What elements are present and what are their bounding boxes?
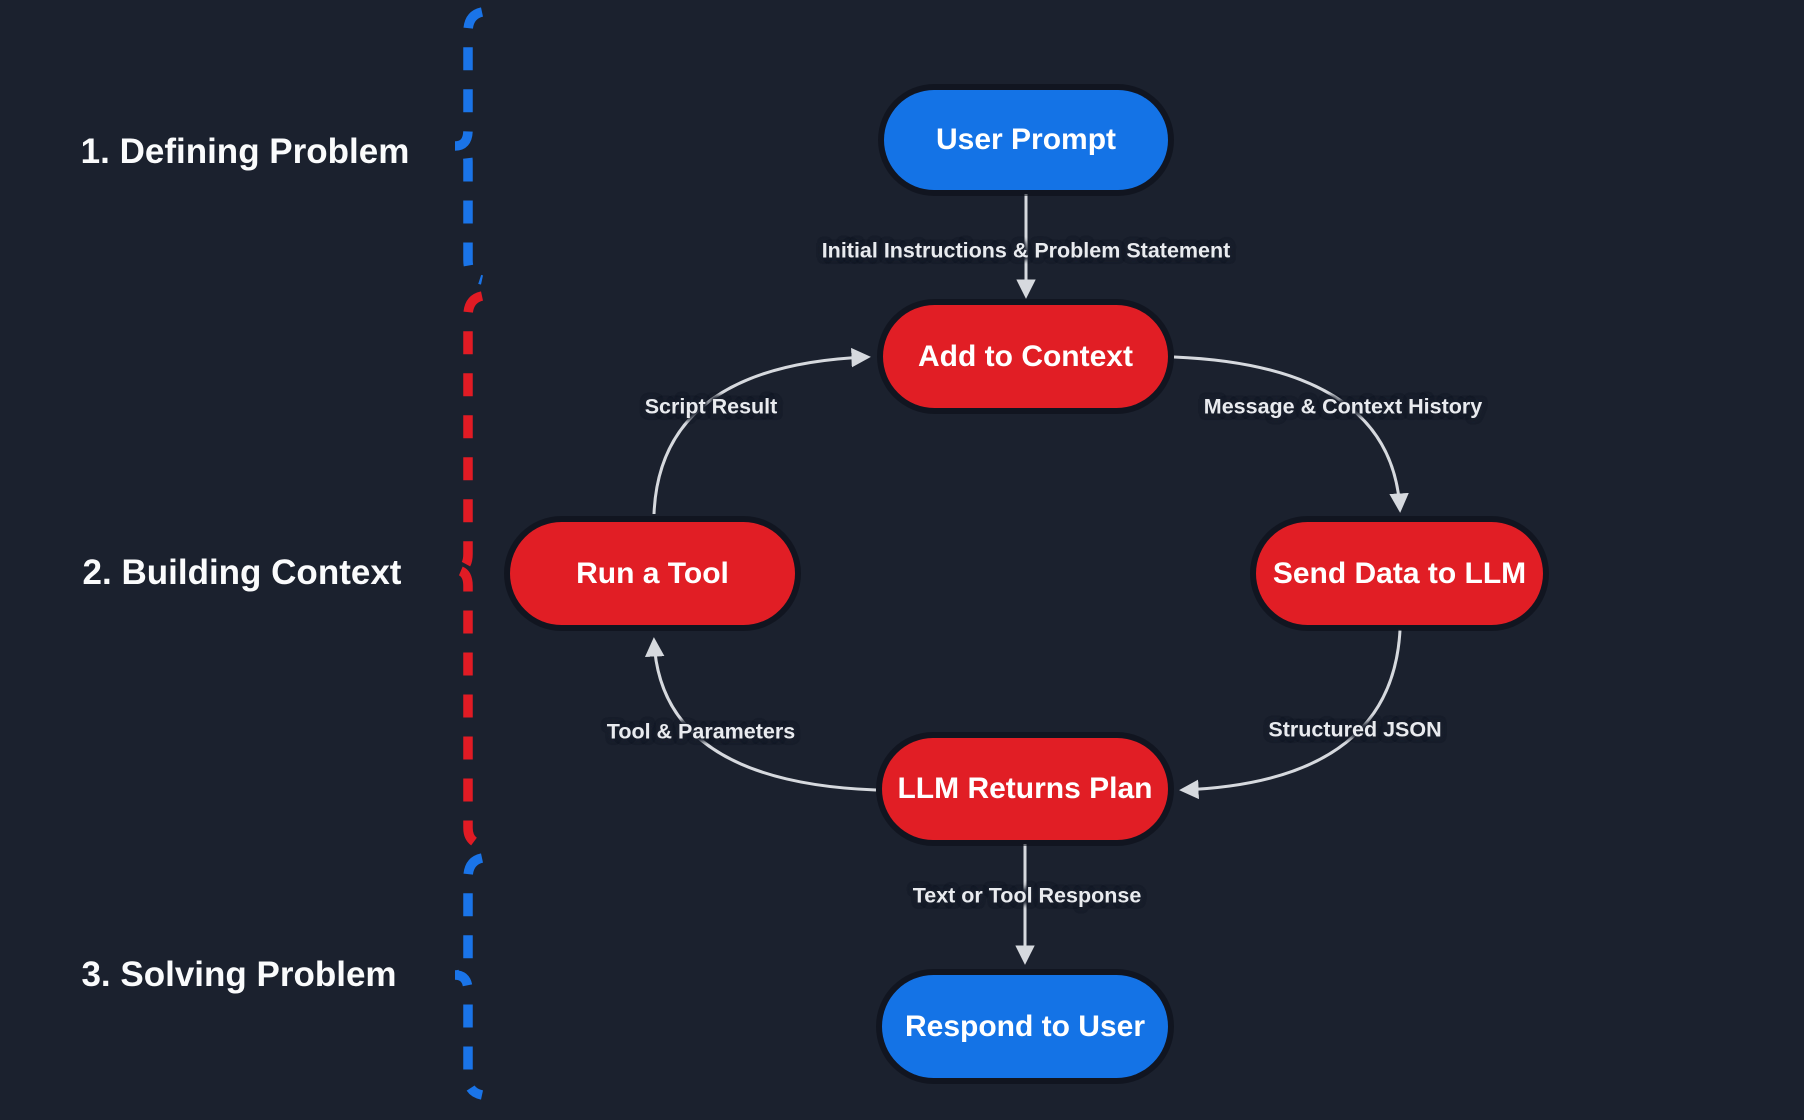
node-llm-returns-plan: LLM Returns Plan bbox=[882, 738, 1168, 840]
edge-label-script-result: Script Result bbox=[644, 394, 778, 419]
arrow-send-data-to-llm-to-llm-returns-plan bbox=[1179, 629, 1402, 800]
section-label-defining-problem: 1. Defining Problem bbox=[80, 132, 410, 171]
node-user-prompt: User Prompt bbox=[884, 90, 1168, 190]
edge-label-text-or-tool-response: Text or Tool Response bbox=[912, 883, 1142, 908]
brace-building-context bbox=[454, 291, 484, 850]
node-run-a-tool: Run a Tool bbox=[510, 522, 795, 625]
edge-label-tool-parameters: Tool & Parameters bbox=[606, 719, 796, 744]
edge-label-message-context-history: Message & Context History bbox=[1203, 394, 1483, 419]
section-label-building-context: 2. Building Context bbox=[82, 553, 402, 592]
node-add-to-context: Add to Context bbox=[883, 305, 1168, 408]
brace-defining-problem bbox=[454, 7, 484, 285]
arrow-add-to-context-to-send-data-to-llm bbox=[1173, 355, 1409, 513]
node-respond-to-user: Respond to User bbox=[882, 975, 1168, 1078]
section-label-solving-problem: 3. Solving Problem bbox=[81, 955, 397, 994]
arrow-run-a-tool-to-add-to-context bbox=[652, 347, 871, 515]
node-send-data-to-llm: Send Data to LLM bbox=[1256, 522, 1543, 625]
edge-label-initial-instructions: Initial Instructions & Problem Statement bbox=[821, 238, 1231, 263]
brace-solving-problem bbox=[454, 853, 484, 1100]
edge-label-structured-json: Structured JSON bbox=[1268, 717, 1442, 742]
arrow-llm-returns-plan-to-run-a-tool bbox=[644, 637, 877, 792]
